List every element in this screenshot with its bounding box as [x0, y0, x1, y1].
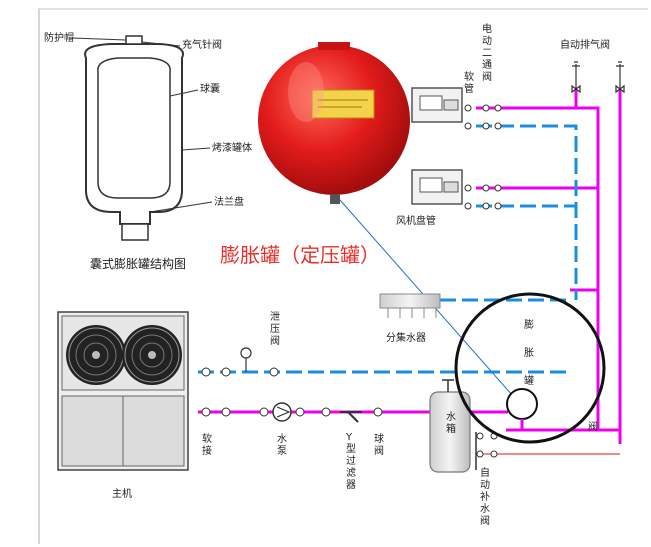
- ball-valve-label-1: 球: [374, 432, 384, 445]
- right-valve-label: 阀: [588, 420, 598, 433]
- tank-label-1: 水: [446, 411, 456, 423]
- pressure-gauge-icon: [240, 347, 252, 372]
- refill-label-2: 动: [480, 479, 490, 491]
- zoom-text-3: 罐: [524, 374, 534, 387]
- zoom-text-1: 膨: [524, 318, 534, 331]
- relief-valve-label-2: 压: [270, 323, 280, 335]
- air-vent-icons: [571, 61, 625, 94]
- electric-valve-label-5: 阀: [482, 70, 492, 83]
- hose-top-label-1: 软: [464, 70, 474, 83]
- y-filter-label-3: 过: [346, 454, 356, 467]
- hose-top-label-2: 管: [464, 82, 474, 95]
- fan-coil-valves: [464, 104, 502, 210]
- electric-valve-label-2: 动: [482, 35, 492, 47]
- y-filter-label-5: 器: [346, 479, 356, 491]
- fan-right: [122, 325, 182, 385]
- y-filter-label-4: 滤: [346, 466, 356, 479]
- refill-label-1: 自: [480, 466, 490, 479]
- fan-coil-upper: [411, 87, 463, 123]
- tank-label-2: 箱: [446, 422, 456, 435]
- fan-coil-label: 风机盘管: [396, 214, 436, 227]
- pump-label-2: 泵: [277, 445, 287, 457]
- relief-valve-label-1: 泄: [270, 310, 280, 323]
- y-filter-icon: [340, 411, 362, 423]
- zoom-text-2: 胀: [524, 347, 534, 359]
- pump-icon: [272, 402, 292, 422]
- red-expansion-tank: [258, 42, 410, 204]
- bottom-pipe-valves: [201, 367, 383, 417]
- electric-valve-label-3: 二: [482, 48, 492, 59]
- fan-coil-lower: [411, 169, 463, 205]
- valve-label: 充气针阀: [182, 38, 222, 51]
- electric-valve-label-4: 通: [482, 59, 492, 71]
- air-vent-label: 自动排气阀: [560, 38, 610, 51]
- expansion-tank-caption: 膨胀罐（定压罐）: [220, 243, 380, 267]
- y-filter-label-1: Y: [345, 432, 353, 443]
- ball-valve-label-2: 阀: [374, 444, 384, 457]
- zoom-circle: [454, 292, 606, 444]
- bladder-tank-structure: 防护帽 充气针阀 球囊 烤漆罐体 法兰盘 囊式膨胀罐结构图: [44, 31, 252, 271]
- refill-label-4: 水: [480, 503, 490, 515]
- y-filter-label-2: 型: [346, 442, 356, 455]
- hose-bottom-label-2: 接: [202, 444, 212, 457]
- main-unit-label: 主机: [112, 487, 132, 500]
- bladder-label: 球囊: [200, 82, 220, 95]
- refill-label-5: 阀: [480, 514, 490, 527]
- hose-bottom-label-1: 软: [202, 432, 212, 445]
- flange-label: 法兰盘: [214, 195, 244, 208]
- pump-label-1: 水: [277, 433, 287, 445]
- main-unit: [57, 311, 189, 471]
- structure-title: 囊式膨胀罐结构图: [90, 256, 186, 271]
- cap-label: 防护帽: [44, 31, 74, 44]
- water-tank: [429, 379, 471, 473]
- relief-valve-label-3: 阀: [270, 334, 280, 347]
- refill-label-3: 补: [480, 490, 490, 503]
- return-pipes: [198, 124, 578, 374]
- body-label: 烤漆罐体: [212, 141, 252, 154]
- water-collector: [379, 293, 441, 318]
- electric-valve-label-1: 电: [482, 22, 492, 35]
- fan-left: [66, 325, 126, 385]
- collector-label: 分集水器: [386, 331, 426, 344]
- supply-pipes: [198, 90, 622, 444]
